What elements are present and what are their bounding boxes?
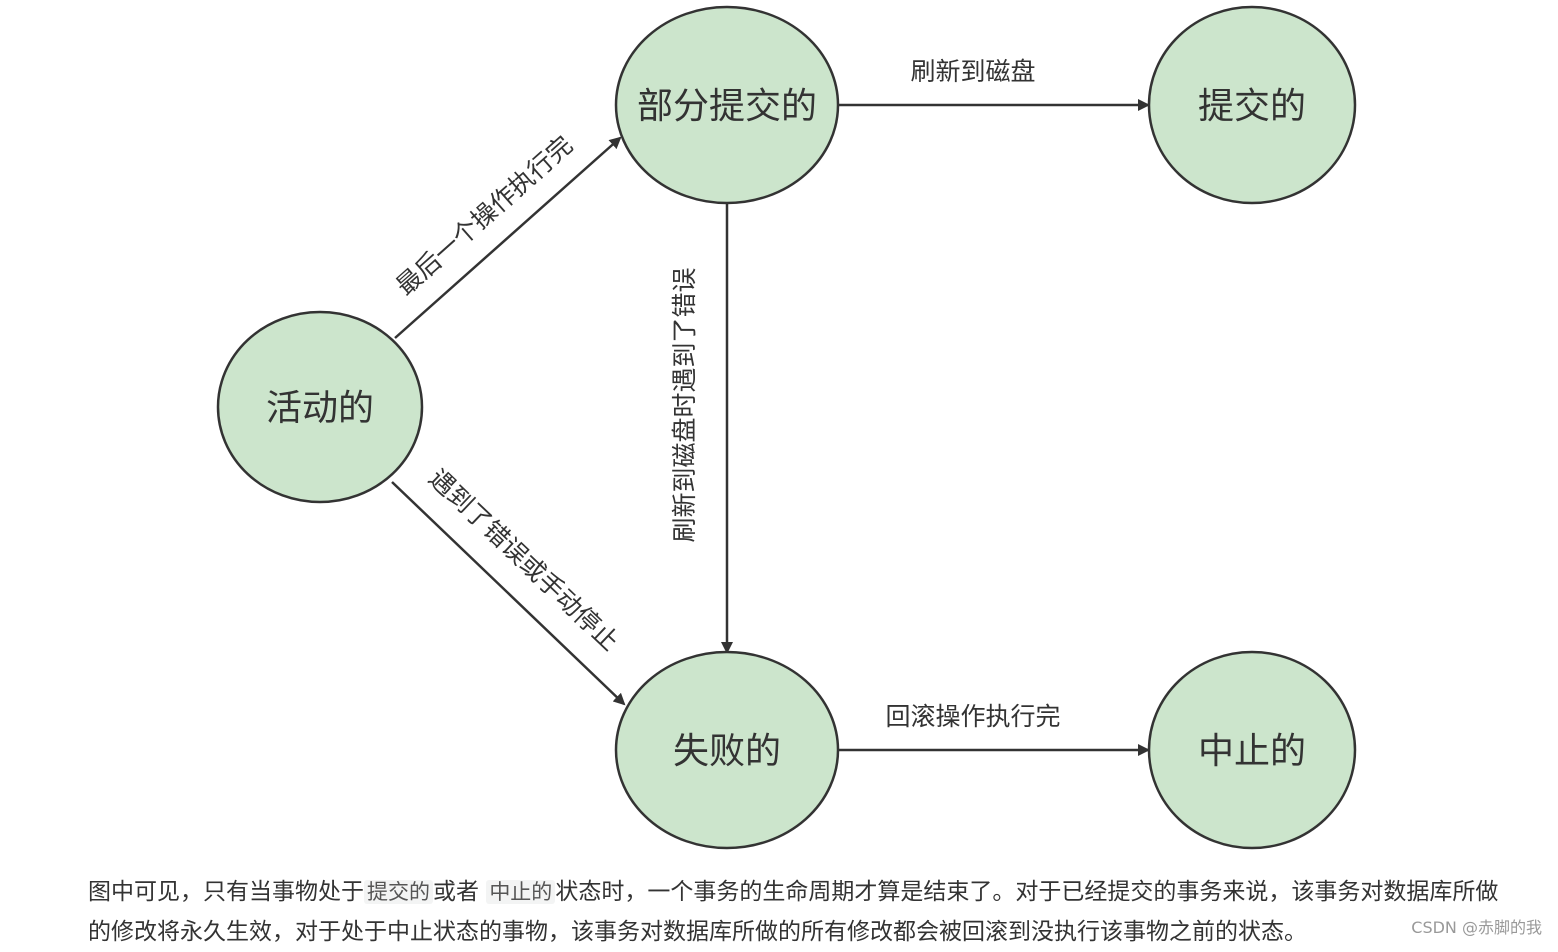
caption-text-3: 状态时，一个事务的生命周期才算是结束了。对于已经提交的事务来说，该事务对数据库所… [88, 879, 1499, 945]
inline-code-committed: 提交的 [364, 880, 433, 904]
caption-text-2: 或者 [433, 879, 479, 905]
node-active: 活动的 [216, 310, 424, 504]
node-active-label: 活动的 [266, 388, 374, 429]
edge-label-rollback-done: 回滚操作执行完 [885, 702, 1060, 731]
edge-label-last-op-done: 最后一个操作执行完 [390, 130, 578, 301]
node-committed: 提交的 [1147, 5, 1357, 205]
edge-label-flush-error: 刷新到磁盘时遇到了错误 [670, 267, 699, 542]
node-partially-committed-label: 部分提交的 [637, 86, 817, 127]
node-partially-committed: 部分提交的 [614, 5, 840, 205]
watermark: CSDN @赤脚的我 [1411, 918, 1542, 937]
caption-paragraph: 图中可见，只有当事物处于提交的或者 中止的状态时，一个事务的生命周期才算是结束了… [88, 872, 1508, 952]
node-committed-label: 提交的 [1198, 86, 1306, 127]
node-failed-label: 失败的 [673, 731, 781, 772]
node-aborted: 中止的 [1147, 650, 1357, 850]
caption-text-1: 图中可见，只有当事物处于 [88, 879, 364, 905]
inline-code-aborted: 中止的 [486, 880, 556, 904]
edge-active-to-failed [391, 481, 626, 706]
node-failed: 失败的 [614, 650, 840, 850]
edge-active-to-partial [394, 136, 622, 339]
state-diagram: 最后一个操作执行完 刷新到磁盘 刷新到磁盘时遇到了错误 遇到了错误或手动停止 回… [216, 5, 1357, 850]
edge-label-error-or-stop: 遇到了错误或手动停止 [423, 463, 624, 656]
edge-label-flush-disk: 刷新到磁盘 [910, 57, 1035, 86]
node-aborted-label: 中止的 [1198, 731, 1306, 772]
